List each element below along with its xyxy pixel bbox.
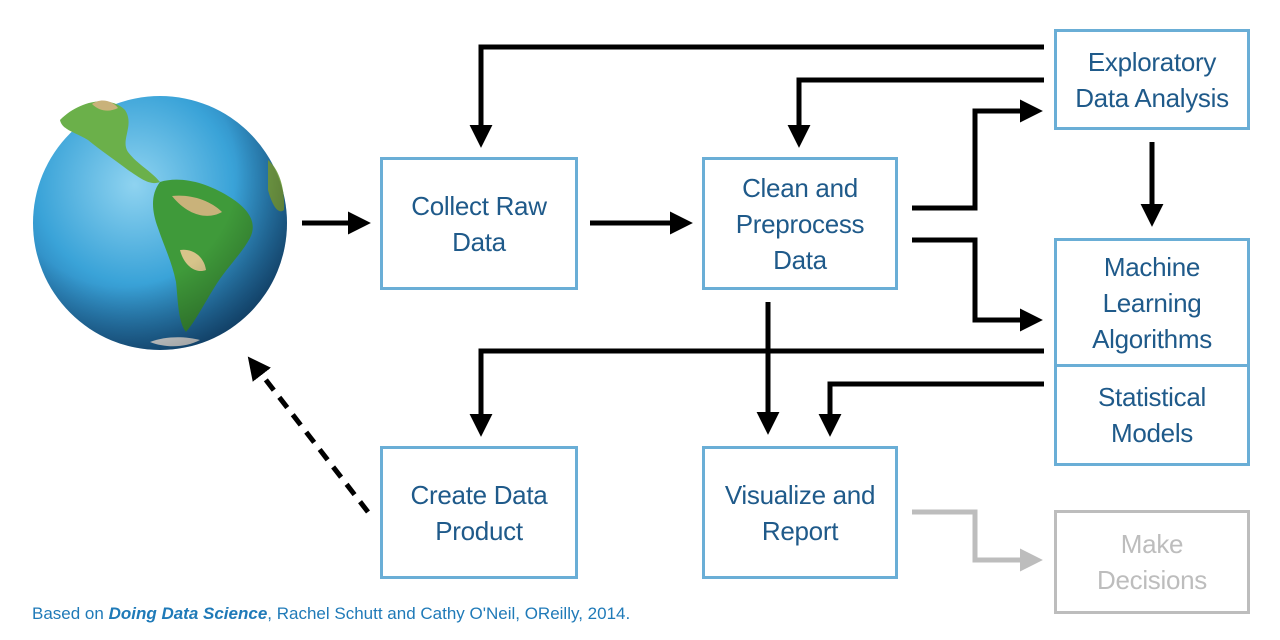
visualize-report-box: Visualize and Report: [702, 446, 898, 579]
ml-stats-box: Machine Learning Algorithms Statistical …: [1054, 238, 1250, 466]
caption-book-title: Doing Data Science: [108, 604, 268, 623]
machine-learning-section: Machine Learning Algorithms: [1057, 241, 1247, 367]
eda-line-2: Data Analysis: [1075, 82, 1229, 113]
source-caption: Based on Doing Data Science, Rachel Schu…: [32, 604, 630, 624]
product-line-2: Product: [435, 515, 523, 546]
decide-line-2: Decisions: [1096, 565, 1207, 595]
arrow-visualize-to-decisions: [912, 509, 1043, 572]
exploratory-data-analysis-box: Exploratory Data Analysis: [1054, 29, 1250, 130]
stats-line-1: Statistical: [1098, 382, 1206, 412]
ml-line-3: Algorithms: [1092, 323, 1212, 354]
make-decisions-box: Make Decisions: [1054, 510, 1250, 614]
earth-globe-icon: [33, 96, 287, 350]
product-line-1: Create Data: [410, 479, 548, 510]
arrow-clean-to-ml: [912, 237, 1043, 332]
arrow-clean-to-eda: [912, 99, 1043, 211]
arrow-product-to-world: [247, 356, 370, 514]
decide-line-1: Make: [1120, 529, 1184, 559]
clean-line-2: Preprocess: [735, 208, 865, 239]
create-data-product-box: Create Data Product: [380, 446, 578, 579]
caption-prefix: Based on: [32, 604, 109, 623]
eda-line-1: Exploratory: [1087, 46, 1217, 77]
visualize-line-2: Report: [761, 515, 839, 546]
collect-raw-data-box: Collect Raw Data: [380, 157, 578, 290]
caption-suffix: , Rachel Schutt and Cathy O'Neil, OReill…: [267, 604, 631, 623]
visualize-line-1: Visualize and: [724, 479, 876, 510]
ml-line-1: Machine: [1103, 251, 1201, 282]
collect-line-2: Data: [452, 226, 506, 257]
arrow-stats-to-visualize: [818, 381, 1044, 437]
clean-line-3: Data: [773, 244, 827, 275]
statistical-models-section: Statistical Models: [1057, 367, 1247, 463]
clean-preprocess-box: Clean and Preprocess Data: [702, 157, 898, 290]
arrow-eda-to-clean: [787, 77, 1044, 148]
arrow-ml-to-product: [469, 348, 1044, 437]
stats-line-2: Models: [1110, 418, 1193, 448]
clean-line-1: Clean and: [742, 172, 858, 203]
ml-line-2: Learning: [1102, 287, 1202, 318]
arrow-eda-to-collect: [469, 44, 1044, 148]
collect-line-1: Collect Raw: [411, 190, 547, 221]
